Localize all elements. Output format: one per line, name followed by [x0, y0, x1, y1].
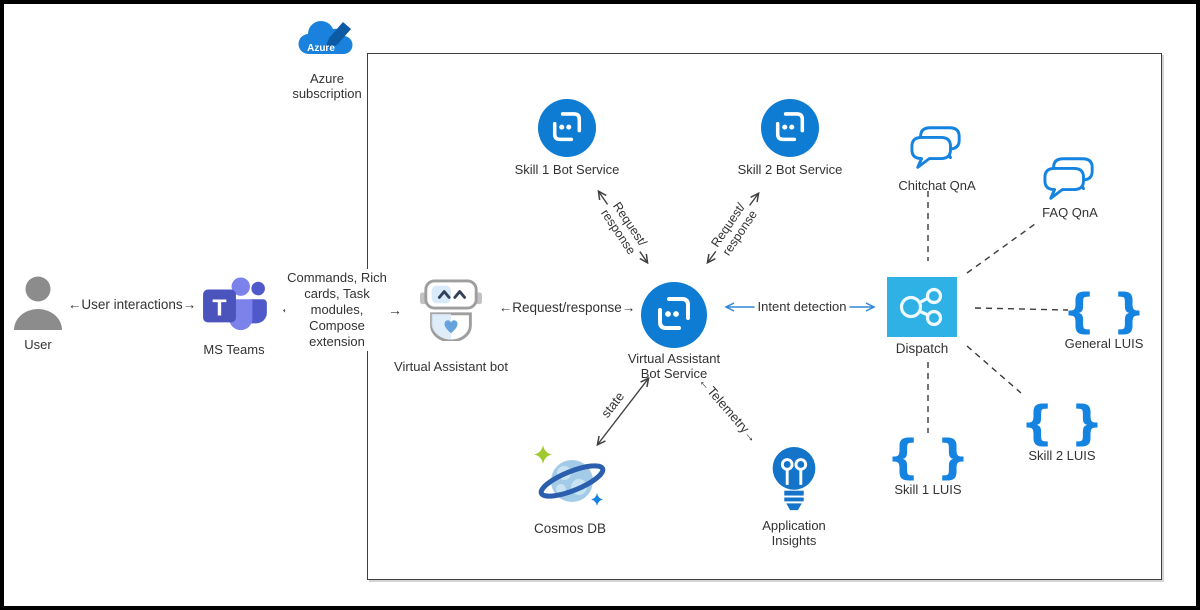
node-user: User: [6, 276, 70, 352]
node-skill2-bot-service: Skill 2 Bot Service: [725, 99, 855, 177]
node-label: User: [24, 337, 52, 352]
cosmos-db-icon: [534, 445, 606, 506]
node-skill2-luis: {} Skill 2 LUIS: [1010, 400, 1114, 463]
node-label: Skill 1 Bot Service: [514, 162, 620, 177]
node-dispatch: Dispatch: [877, 277, 967, 356]
edge-label-request-response: ←Request/response→: [498, 300, 636, 315]
bot-service-icon: [761, 99, 819, 157]
edge-label-commands: Commands, Rich cards, Task modules, Comp…: [285, 269, 389, 351]
node-label: Skill 2 LUIS: [1028, 448, 1096, 463]
azure-subscription-icon: Azure: [298, 20, 353, 55]
node-va-bot-service: Virtual Assistant Bot Service: [612, 282, 736, 381]
node-virtual-assistant-bot: Virtual Assistant bot: [381, 277, 521, 374]
node-label: Cosmos DB: [533, 521, 606, 536]
node-label: Azure subscription: [292, 71, 362, 101]
node-skill1-bot-service: Skill 1 Bot Service: [502, 99, 632, 177]
app-insights-icon: [772, 446, 816, 511]
edge-label-user-interactions: ←User interactions→: [67, 297, 197, 312]
virtual-assistant-bot-icon: [420, 279, 482, 341]
node-skill1-luis: {} Skill 1 LUIS: [876, 434, 980, 497]
node-label: General LUIS: [1064, 336, 1144, 351]
user-icon: [14, 276, 62, 330]
node-label: Skill 1 LUIS: [894, 482, 962, 497]
node-faq-qna: FAQ QnA: [1023, 156, 1117, 220]
bot-service-icon: [641, 282, 707, 348]
node-label: Virtual Assistant bot: [394, 359, 508, 374]
node-label: FAQ QnA: [1042, 205, 1098, 220]
luis-braces-icon: {}: [1062, 284, 1146, 338]
qna-chat-icon: [1043, 157, 1094, 200]
node-cosmos-db: Cosmos DB: [513, 443, 627, 536]
ms-teams-icon: T: [203, 277, 267, 331]
svg-text:Azure: Azure: [307, 43, 335, 54]
edge-label-intent-detection: Intent detection: [754, 300, 850, 314]
luis-braces-icon: {}: [886, 430, 970, 484]
edge-arrow-right: →: [388, 302, 402, 318]
node-chitchat-qna: Chitchat QnA: [879, 125, 995, 193]
node-app-insights: Application Insights: [744, 446, 844, 548]
node-label: Chitchat QnA: [898, 178, 976, 193]
node-label: Application Insights: [762, 518, 826, 548]
qna-chat-icon: [910, 126, 961, 169]
node-azure-subscription: Azure Azure subscription: [272, 14, 382, 101]
node-label: MS Teams: [203, 342, 265, 357]
bot-service-icon: [538, 99, 596, 157]
dispatch-icon: [887, 277, 957, 337]
node-label: Skill 2 Bot Service: [737, 162, 843, 177]
node-label: Dispatch: [895, 341, 949, 356]
node-general-luis: {} General LUIS: [1047, 288, 1161, 351]
luis-braces-icon: {}: [1020, 396, 1104, 450]
svg-text:T: T: [212, 295, 226, 321]
node-ms-teams: T MS Teams: [186, 276, 282, 357]
node-label: Virtual Assistant Bot Service: [627, 351, 721, 381]
